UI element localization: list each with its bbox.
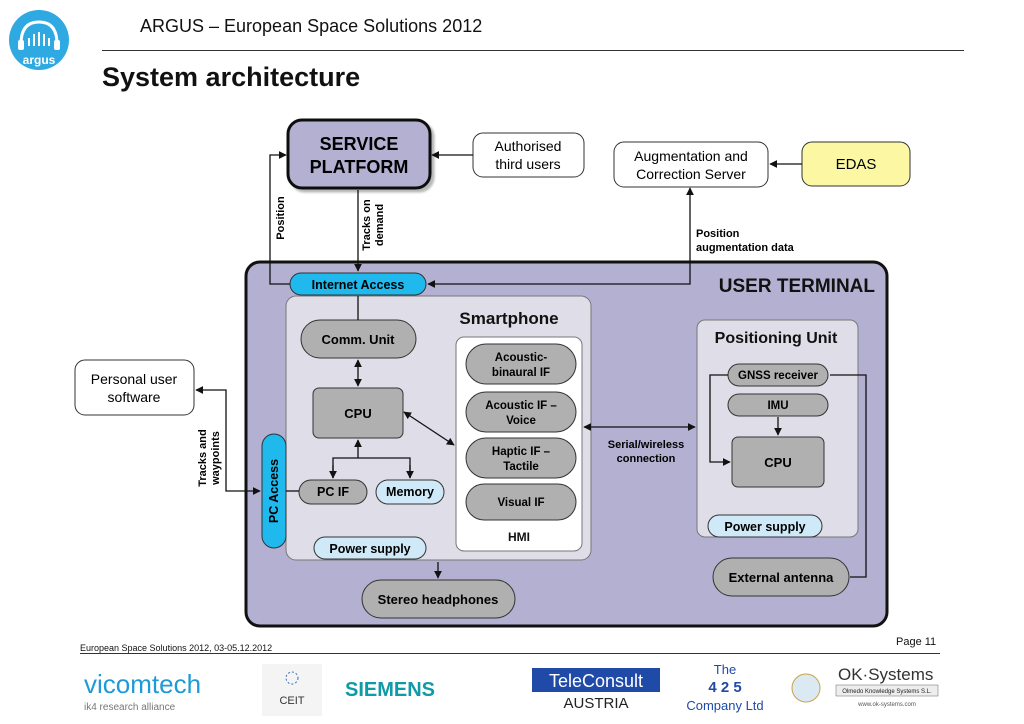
augmentation-line2: Correction Server xyxy=(636,166,746,182)
connectors xyxy=(195,151,867,579)
comm-unit-label: Comm. Unit xyxy=(322,332,396,347)
presentation-header: ARGUS – European Space Solutions 2012 xyxy=(140,16,483,36)
authorised-line2: third users xyxy=(495,156,560,172)
ceit-emblem xyxy=(285,671,299,685)
arrow-gnss-to-cpu xyxy=(709,374,731,466)
service-platform-line2: PLATFORM xyxy=(310,157,409,177)
service-platform-line1: SERVICE xyxy=(320,134,399,154)
logo-headphone-arc xyxy=(19,20,59,45)
smartphone-label: Smartphone xyxy=(459,309,558,328)
acoustic-binaural-if xyxy=(465,343,577,385)
authorised-line1: Authorised xyxy=(495,138,562,154)
augmentation-line1: Augmentation and xyxy=(634,148,748,164)
pc-access-label: PC Access xyxy=(267,459,281,523)
stereo-headphones xyxy=(361,579,516,619)
oksystems-subtitle: Olmedo Knowledge Systems S.L. xyxy=(842,689,932,695)
pc-if-label: PC IF xyxy=(317,485,349,499)
hmi-label: HMI xyxy=(508,530,530,544)
personal-user-software xyxy=(74,359,195,416)
external-antenna xyxy=(712,557,850,597)
smartphone-power-supply xyxy=(313,536,427,560)
memory xyxy=(375,479,445,505)
positioning-cpu-label: CPU xyxy=(764,455,791,470)
arrow-cpu-hmi xyxy=(403,411,455,446)
positioning-power-label: Power supply xyxy=(724,520,805,534)
line-antenna-to-gnss xyxy=(830,374,867,578)
haptic-tactile-line1: Haptic IF – xyxy=(492,446,551,458)
the425-number: 4 2 5 xyxy=(708,679,741,696)
tracks-demand-line1: Tracks on xyxy=(361,199,373,251)
personal-line1: Personal user xyxy=(91,371,178,387)
acoustic-voice-if xyxy=(465,391,577,433)
logo-right-cup xyxy=(54,40,60,50)
vicomtech-logo: vicomtech xyxy=(84,669,201,699)
ceit-logo: CEIT xyxy=(279,695,304,707)
edas-label: EDAS xyxy=(836,156,877,173)
haptic-tactile-if xyxy=(465,437,577,479)
argus-logo: argus xyxy=(9,10,69,70)
logo-left-cup xyxy=(18,40,24,50)
position-aug-line2: augmentation data xyxy=(696,242,795,254)
siemens-logo: SIEMENS xyxy=(345,679,435,701)
smartphone-cpu-label: CPU xyxy=(344,406,371,421)
memory-label: Memory xyxy=(386,485,434,499)
visual-if xyxy=(465,483,577,521)
acoustic-binaural-line1: Acoustic- xyxy=(495,352,548,364)
position-label: Position xyxy=(275,196,287,240)
external-antenna-label: External antenna xyxy=(729,570,835,585)
acoustic-binaural-line2: binaural IF xyxy=(492,367,550,379)
logo-waves xyxy=(28,32,50,46)
smartphone-cpu xyxy=(312,387,404,439)
user-terminal-label: USER TERMINAL xyxy=(719,276,876,297)
tracks-demand-line2: demand xyxy=(374,204,386,246)
arrow-augmentation-data xyxy=(427,187,694,288)
augmentation-server xyxy=(613,141,769,188)
header-rule xyxy=(102,50,964,51)
visual-if-label: Visual IF xyxy=(497,497,544,509)
teleconsult-bar xyxy=(532,668,660,692)
pc-if xyxy=(298,479,368,505)
serial-wireless-line1: Serial/wireless xyxy=(608,439,684,451)
oksystems-url: www.ok-systems.com xyxy=(857,702,916,708)
vicomtech-subtitle: ik4 research alliance xyxy=(84,702,176,713)
oksystems-logo: OK·Systems xyxy=(838,665,933,684)
footer-event: European Space Solutions 2012, 03-05.12.… xyxy=(80,643,273,653)
serial-wireless-line2: connection xyxy=(617,453,676,465)
stereo-headphones-label: Stereo headphones xyxy=(378,592,499,607)
acoustic-voice-line1: Acoustic IF – xyxy=(485,400,557,412)
positioning-unit-label: Positioning Unit xyxy=(715,330,838,347)
partner-logos: vicomtech ik4 research alliance CEIT SIE… xyxy=(84,662,939,716)
oksystems-banner xyxy=(835,684,939,697)
internet-access-label: Internet Access xyxy=(312,278,405,292)
tracks-waypoints-line2: waypoints xyxy=(210,431,222,486)
page-number: Page 11 xyxy=(896,636,937,648)
service-platform xyxy=(286,118,432,190)
the425-top: The xyxy=(714,662,736,677)
teleconsult-austria: AUSTRIA xyxy=(563,695,628,712)
imu xyxy=(727,393,829,417)
smartphone-power-label: Power supply xyxy=(329,542,410,556)
gnss-receiver-label: GNSS receiver xyxy=(738,370,818,382)
teleconsult-logo: TeleConsult xyxy=(549,671,643,691)
positioning-cpu xyxy=(731,436,825,488)
logo-text: argus xyxy=(23,53,56,67)
imu-label: IMU xyxy=(767,400,788,412)
tracks-waypoints-line1: Tracks and xyxy=(197,429,209,486)
acoustic-voice-line2: Voice xyxy=(506,415,536,427)
position-aug-line1: Position xyxy=(696,228,740,240)
slide-title: System architecture xyxy=(102,62,361,92)
footer-rule xyxy=(80,653,940,654)
oksystems-emblem xyxy=(791,673,821,703)
arrow-position-to-platform xyxy=(269,151,290,285)
arrow-personal-to-pcaccess xyxy=(195,386,261,495)
ceit-logo-box xyxy=(262,664,322,716)
haptic-tactile-line2: Tactile xyxy=(503,461,539,473)
positioning-power-supply xyxy=(707,514,823,538)
the425-company: Company Ltd xyxy=(686,698,763,713)
architecture-diagram: USER TERMINAL Smartphone HMI Acoustic- b… xyxy=(74,118,911,628)
personal-line2: software xyxy=(108,389,161,405)
